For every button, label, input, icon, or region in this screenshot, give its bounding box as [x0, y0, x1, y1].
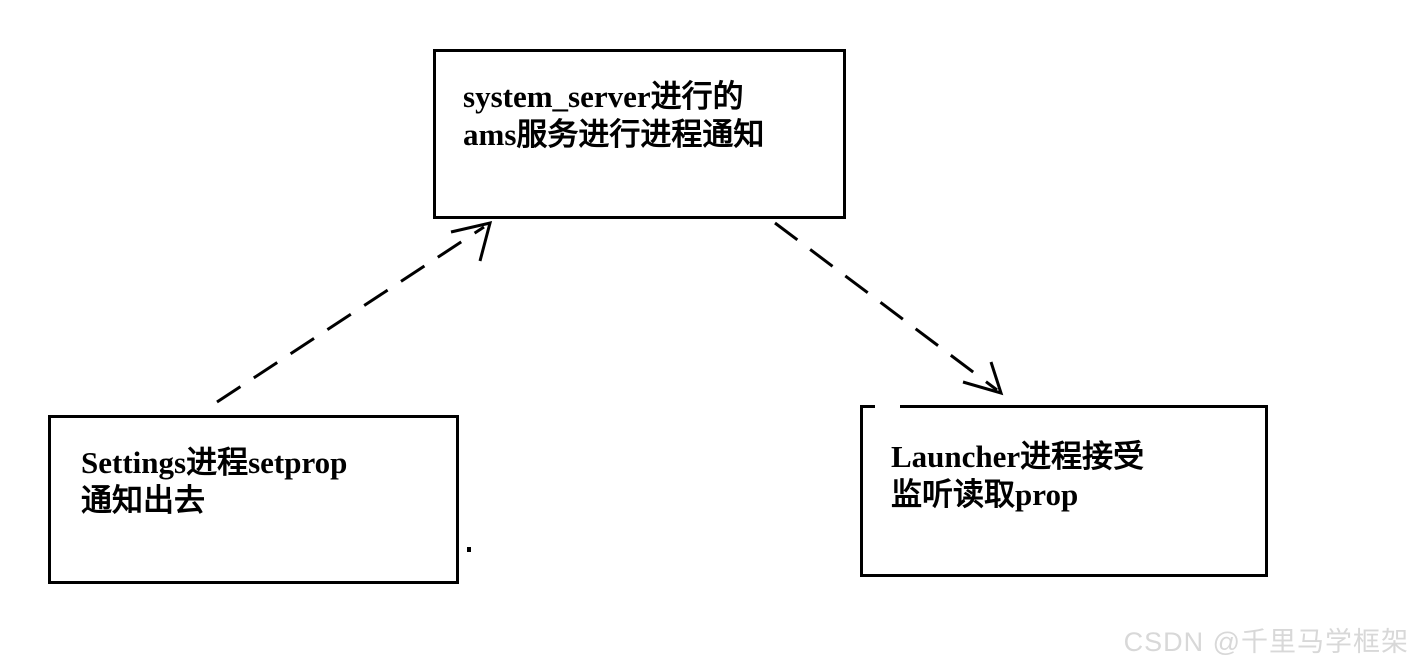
node-label-line: 监听读取prop — [891, 477, 1079, 512]
node-settings: Settings进程setprop 通知出去 — [48, 415, 459, 584]
node-launcher-label: Launcher进程接受 监听读取prop — [891, 438, 1265, 514]
arrow-systemserver-to-launcher-icon — [774, 221, 1004, 396]
stray-dot — [467, 547, 471, 552]
node-label-line: Launcher进程接受 — [891, 439, 1145, 474]
node-label-line: 通知出去 — [81, 483, 205, 518]
node-label-line: ams服务进行进程通知 — [463, 117, 765, 152]
node-system-server: system_server进行的 ams服务进行进程通知 — [433, 49, 846, 219]
arrow-settings-to-systemserver-icon — [216, 220, 493, 404]
csdn-watermark: CSDN @千里马学框架 — [1123, 627, 1409, 657]
node-settings-label: Settings进程setprop 通知出去 — [81, 444, 456, 520]
node-label-line: Settings进程setprop — [81, 445, 348, 480]
arrowhead-icon — [450, 220, 493, 262]
arrowhead-icon — [962, 361, 1004, 396]
node-launcher: Launcher进程接受 监听读取prop — [860, 405, 1268, 577]
node-system-server-label: system_server进行的 ams服务进行进程通知 — [463, 78, 843, 154]
node-label-line: system_server进行的 — [463, 79, 744, 114]
